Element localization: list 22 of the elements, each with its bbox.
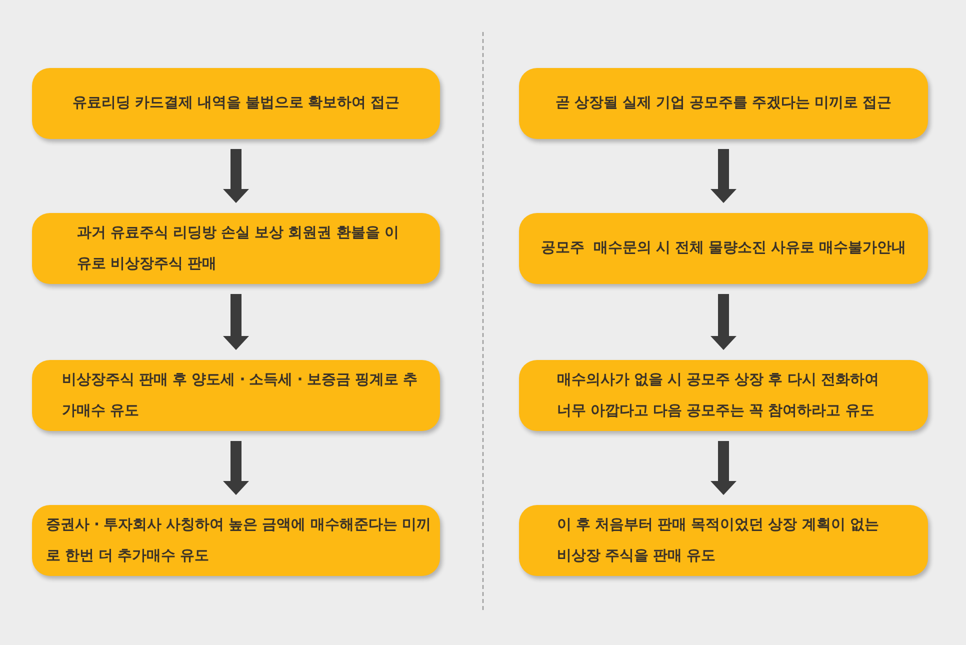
down-arrow [710,149,736,203]
step-text: 유료리딩 카드결제 내역을 불법으로 확보하여 접근 [72,94,400,113]
down-arrow [710,294,736,350]
down-arrow [710,441,736,495]
step-text: 비상장주식 판매 후 양도세 · 소득세 · 보증금 핑계로 추가매수 유도 [62,370,418,420]
step-text: 증권사 · 투자회사 사칭하여 높은 금액에 매수해준다는 미끼로 한번 더 추가매수 유도 [46,516,432,566]
step-text: 과거 유료주식 리딩방 손실 보상 회원권 환불을 이유로 비상장주식 판매 [77,224,400,274]
step-text: 이 후 처음부터 판매 목적이었던 상장 계획이 없는 비상장 주식을 판매 유도 [557,516,880,566]
step-box [519,213,928,284]
down-arrow [223,441,249,495]
down-arrow [223,149,249,203]
step-box [32,505,440,576]
step-box [519,360,928,431]
step-box [519,505,928,576]
step-box [519,68,928,139]
step-text: 매수의사가 없을 시 공모주 상장 후 다시 전화하여 너무 아깝다고 다음 공모주는 꼭 참여하라고 유도 [557,370,880,420]
down-arrow [223,294,249,350]
step-text: 공모주 매수문의 시 전체 물량소진 사유로 매수불가안내 [540,239,906,258]
step-box [32,213,440,284]
step-box [32,68,440,139]
step-box [32,360,440,431]
step-text: 곧 상장될 실제 기업 공모주를 주겠다는 미끼로 접근 [555,94,892,113]
